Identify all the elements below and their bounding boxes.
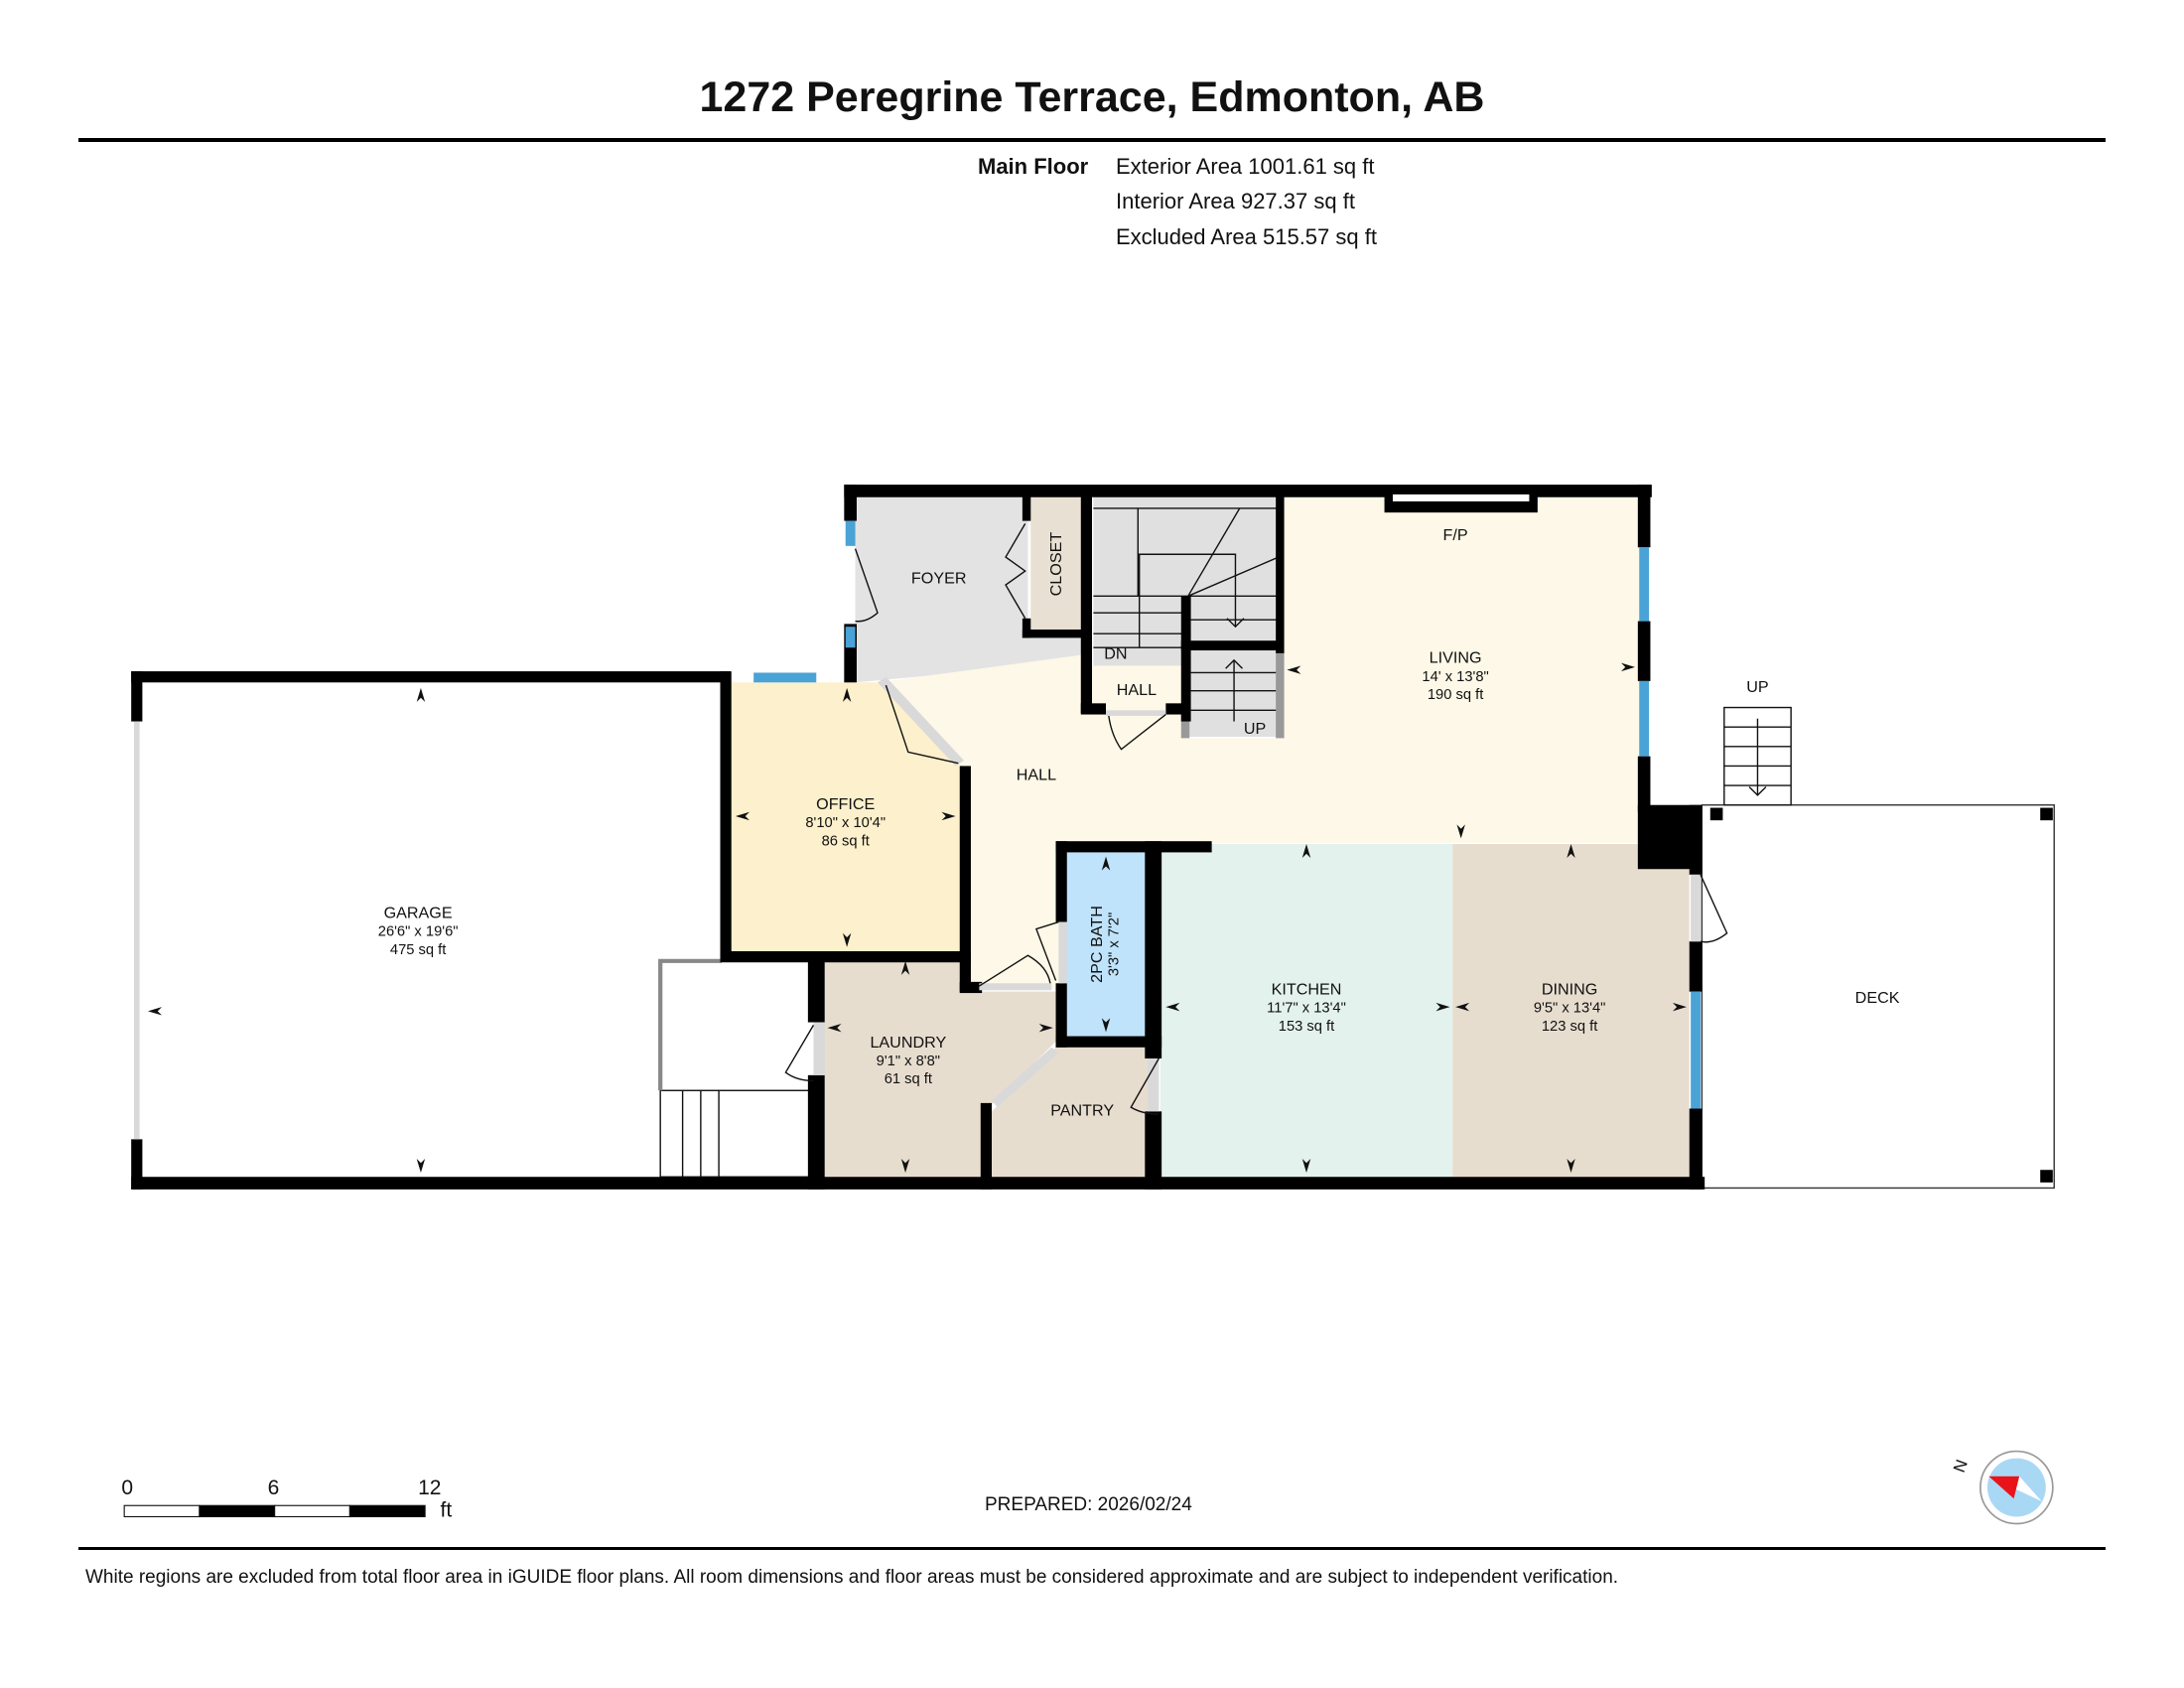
- deck-up-label: UP: [1746, 678, 1768, 696]
- room-labels: FOYER CLOSET DN HALL UP F/P LIVING 14' x…: [378, 526, 1900, 1119]
- scale-label-0: 0: [121, 1477, 133, 1499]
- living-area: 190 sq ft: [1428, 687, 1483, 703]
- window: [1639, 680, 1650, 757]
- window: [1691, 991, 1701, 1109]
- laundry-area: 61 sq ft: [885, 1071, 932, 1087]
- deck-label: DECK: [1855, 989, 1900, 1007]
- fireplace-label: F/P: [1443, 526, 1468, 544]
- scale-bar-labels: 0 6 12 ft: [121, 1477, 452, 1521]
- kitchen-name: KITCHEN: [1272, 980, 1342, 998]
- kitchen-area: 153 sq ft: [1279, 1019, 1334, 1035]
- garage-area: 475 sq ft: [390, 942, 446, 958]
- window: [753, 672, 817, 683]
- exterior-area: Exterior Area 1001.61 sq ft: [1116, 154, 1375, 179]
- disclaimer: White regions are excluded from total fl…: [85, 1567, 1619, 1588]
- floor-label: Main Floor: [978, 154, 1089, 179]
- office-area: 86 sq ft: [822, 833, 870, 849]
- window: [845, 627, 856, 648]
- scale-label-12: 12: [418, 1477, 441, 1499]
- office-name: OFFICE: [816, 795, 875, 813]
- closet-label: CLOSET: [1047, 532, 1065, 597]
- doors: [133, 523, 1728, 1140]
- office-dims: 8'10" x 10'4": [805, 815, 886, 831]
- scale-unit: ft: [441, 1498, 453, 1521]
- page-title: 1272 Peregrine Terrace, Edmonton, AB: [699, 73, 1485, 121]
- room-fills: [139, 492, 2055, 1190]
- garage-dims: 26'6" x 19'6": [378, 924, 459, 940]
- living-name: LIVING: [1430, 649, 1482, 667]
- office-floor: [730, 682, 962, 952]
- dining-floor: [1452, 844, 1690, 1178]
- hall-small-floor: [1090, 665, 1183, 711]
- hall-label: HALL: [1017, 766, 1056, 783]
- deck-floor: [1701, 804, 2055, 1190]
- living-dims: 14' x 13'8": [1422, 669, 1488, 685]
- pantry-floor: [989, 1044, 1157, 1178]
- pantry-label: PANTRY: [1050, 1102, 1114, 1120]
- kitchen-floor: [1160, 844, 1453, 1178]
- walls: [131, 485, 2053, 1190]
- garage-floor: [139, 682, 722, 1178]
- interior-area: Interior Area 927.37 sq ft: [1116, 189, 1355, 213]
- laundry-floor: [821, 958, 1056, 1178]
- hall-small-label: HALL: [1117, 681, 1157, 699]
- dining-name: DINING: [1542, 980, 1597, 998]
- garage-name: GARAGE: [384, 904, 453, 921]
- laundry-dims: 9'1" x 8'8": [877, 1054, 940, 1069]
- prepared-date: PREPARED: 2026/02/24: [985, 1494, 1192, 1515]
- bath-floor: [1063, 852, 1149, 1038]
- scale-bar: [123, 1504, 426, 1518]
- dining-area: 123 sq ft: [1542, 1019, 1597, 1035]
- excluded-area: Excluded Area 515.57 sq ft: [1116, 224, 1377, 249]
- laundry-name: LAUNDRY: [870, 1034, 946, 1052]
- garage-steps: [658, 958, 810, 1178]
- windows: [753, 520, 1701, 1109]
- footer-divider: [78, 1547, 2106, 1550]
- closet-floor: [1030, 493, 1081, 632]
- header-divider: [78, 138, 2106, 142]
- deck-staircase: [1723, 706, 1792, 806]
- foyer-label: FOYER: [911, 570, 967, 588]
- dining-dims: 9'5" x 13'4": [1534, 1001, 1606, 1017]
- window: [1639, 547, 1650, 622]
- compass-icon: [1979, 1450, 2054, 1525]
- scale-label-6: 6: [268, 1477, 280, 1499]
- compass-north-label: N: [1950, 1457, 1972, 1475]
- kitchen-dims: 11'7" x 13'4": [1267, 1001, 1346, 1017]
- up-label: UP: [1244, 720, 1266, 738]
- dn-label: DN: [1104, 644, 1127, 662]
- window: [845, 520, 856, 546]
- bath-dims: 3'3" x 7'2": [1107, 913, 1123, 976]
- bath-name: 2PC BATH: [1088, 906, 1106, 983]
- hall-floor: [877, 493, 1641, 989]
- dimension-markers: [148, 662, 1687, 1174]
